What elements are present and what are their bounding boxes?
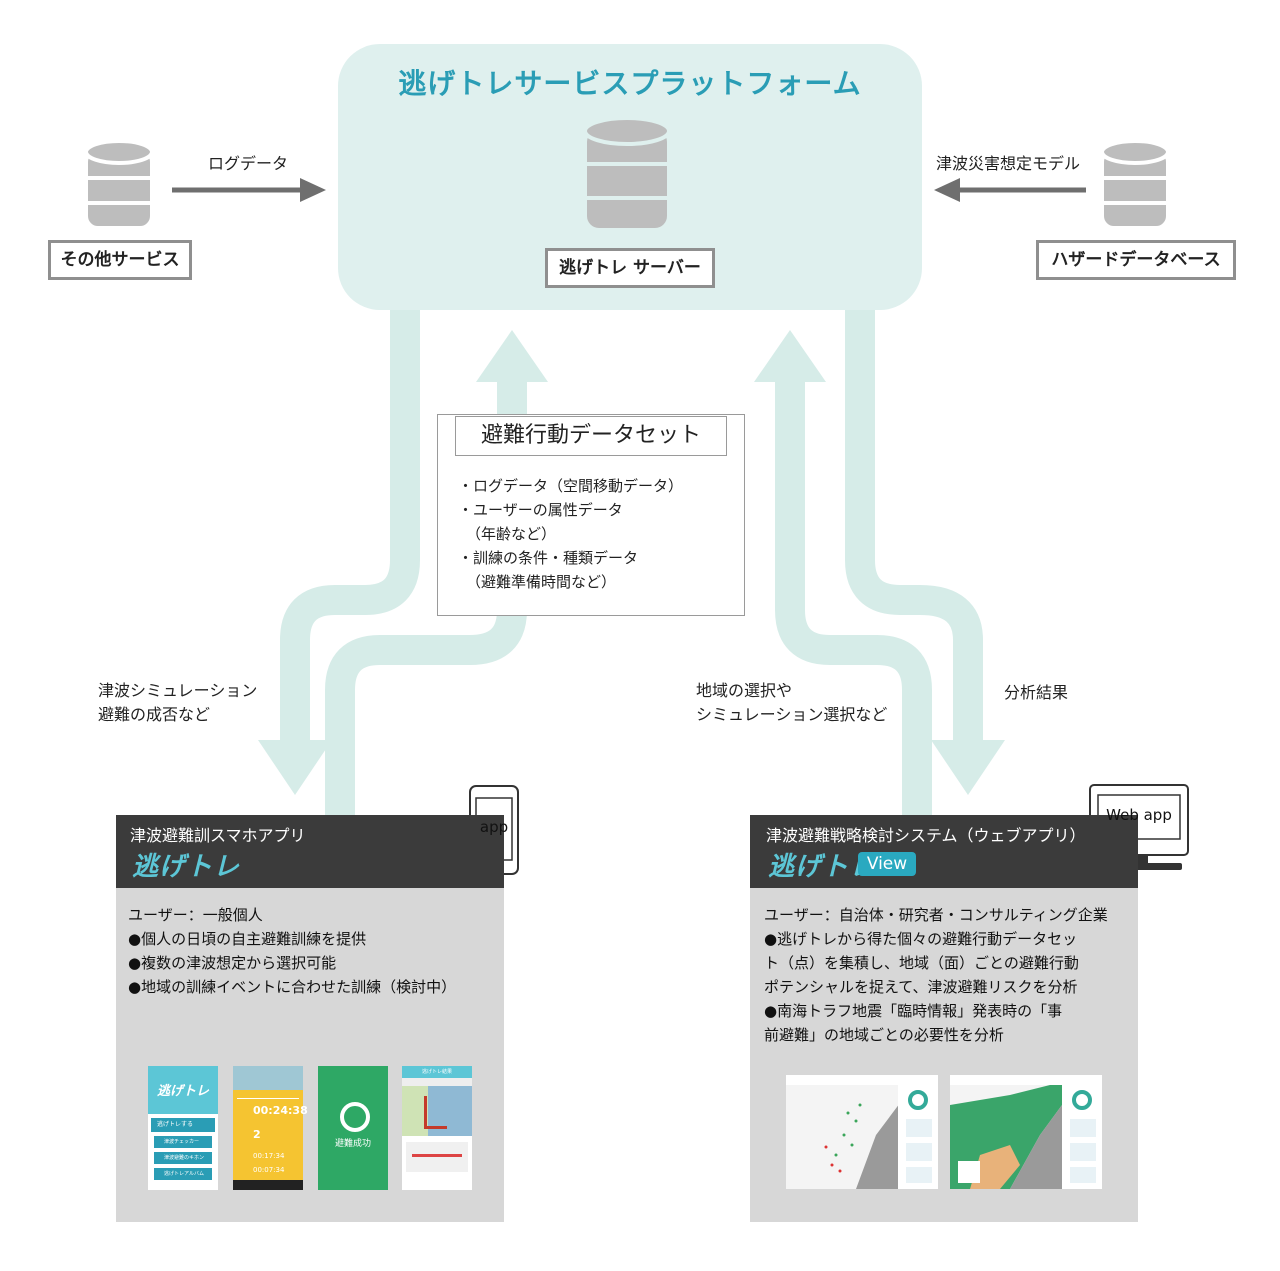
arrow-head-right-up	[754, 330, 826, 382]
dataset-item: ・訓練の条件・種類データ	[458, 549, 639, 567]
screen-home-title: 逃げトレ	[148, 1066, 218, 1114]
tsunami-model-label: 津波災害想定モデル	[936, 154, 1081, 173]
app-user: ユーザー：一般個人	[128, 906, 263, 924]
arrow-head-right-down	[931, 740, 1005, 795]
dataset-item: ・ユーザーの属性データ	[458, 501, 623, 519]
arrow-head-left-down	[258, 740, 332, 795]
success-circle-icon	[340, 1102, 370, 1132]
web-panel-header	[750, 815, 1138, 888]
flow-left-up	[325, 380, 527, 815]
database-icon-hazard	[1100, 139, 1170, 230]
web-screenshot-points	[786, 1075, 938, 1189]
arrow-head-left-up	[476, 330, 548, 382]
app-panel-title: 津波避難訓スマホアプリ	[130, 826, 306, 845]
screen-success-text: 避難成功	[334, 1139, 371, 1149]
screen-home-button: 逃げトレアルバム	[154, 1168, 212, 1180]
web-bullet: ト（点）を集積し、地域（面）ごとの避難行動	[764, 954, 1079, 972]
flow-label-simulation: 津波シミュレーション	[98, 681, 258, 700]
screen-result-map	[402, 1086, 472, 1136]
screen-timer-map	[233, 1066, 303, 1090]
app-screenshot-success: 避難成功	[318, 1066, 388, 1190]
database-icon-server	[583, 116, 671, 232]
web-bullet: 前避難」の地域ごとの必要性を分析	[764, 1026, 1004, 1044]
arrow-log-head	[300, 178, 326, 202]
dataset-item: ・ログデータ（空間移動データ）	[458, 477, 684, 495]
flow-label-region-select: 地域の選択や	[696, 681, 793, 700]
web-bullet: ●南海トラフ地震「臨時情報」発表時の「事	[764, 1002, 1063, 1020]
dataset-title: 避難行動データセット	[455, 416, 727, 456]
web-user: ユーザー：自治体・研究者・コンサルティング企業	[764, 906, 1108, 924]
view-badge: View	[858, 852, 916, 876]
hazard-database-label: ハザードデータベース	[1036, 240, 1236, 280]
flow-label-simulation-select: シミュレーション選択など	[696, 705, 888, 724]
screen-timer-lap: 00:17:34	[253, 1152, 285, 1160]
app-bullet: ●複数の津波想定から選択可能	[128, 954, 337, 972]
screen-home-button: 逃げトレする	[151, 1118, 215, 1132]
dataset-item: （避難準備時間など）	[466, 573, 617, 591]
app-bullet: ●地域の訓練イベントに合わせた訓練（検討中）	[128, 978, 457, 996]
app-bullet: ●個人の日頃の自主避難訓練を提供	[128, 930, 367, 948]
screen-home-button: 津波チェッカー	[154, 1136, 212, 1148]
nigetore-logo: 逃げトレ	[768, 852, 877, 882]
web-bullet: ●逃げトレから得た個々の避難行動データセッ	[764, 930, 1078, 948]
database-icon-other	[84, 139, 154, 230]
flow-bands	[280, 310, 983, 815]
server-label: 逃げトレ サーバー	[545, 248, 715, 288]
flow-right-up	[775, 380, 932, 815]
nigetore-logo: 逃げトレ	[132, 852, 241, 882]
screen-result-graph	[406, 1142, 468, 1172]
platform-title: 逃げトレサービスプラットフォーム	[398, 67, 862, 100]
arrow-hazard-head	[934, 178, 960, 202]
web-screenshot-areas	[950, 1075, 1102, 1189]
dataset-item: （年齢など）	[466, 525, 557, 543]
screen-timer-lap: 00:07:34	[253, 1166, 285, 1174]
web-panel-title: 津波避難戦略検討システム（ウェブアプリ）	[766, 826, 1086, 845]
app-panel-header	[116, 815, 504, 888]
screen-home-button: 津波避難のキホン	[154, 1152, 212, 1164]
app-screenshot-timer: 00:24:38 2 00:17:34 00:07:34	[233, 1066, 308, 1190]
app-screenshot-result: 逃げトレ結果	[402, 1066, 472, 1190]
flow-label-analysis-result: 分析結果	[1004, 683, 1069, 702]
screen-timer-count: 2	[253, 1128, 261, 1141]
flow-label-evacuation-result: 避難の成否など	[98, 705, 211, 724]
web-device-label: Web app	[1106, 806, 1172, 824]
other-service-label: その他サービス	[48, 240, 192, 280]
flow-left-down	[280, 310, 420, 755]
app-device-label: app	[479, 818, 509, 836]
screen-result-title: 逃げトレ結果	[402, 1066, 472, 1078]
screen-timer-time: 00:24:38	[253, 1104, 308, 1117]
log-data-label: ログデータ	[208, 154, 289, 173]
web-bullet: ポテンシャルを捉えて、津波避難リスクを分析	[764, 978, 1078, 996]
app-screenshot-home: 逃げトレ 逃げトレする 津波チェッカー 津波避難のキホン 逃げトレアルバム	[148, 1066, 218, 1190]
flow-right-down	[845, 310, 983, 755]
